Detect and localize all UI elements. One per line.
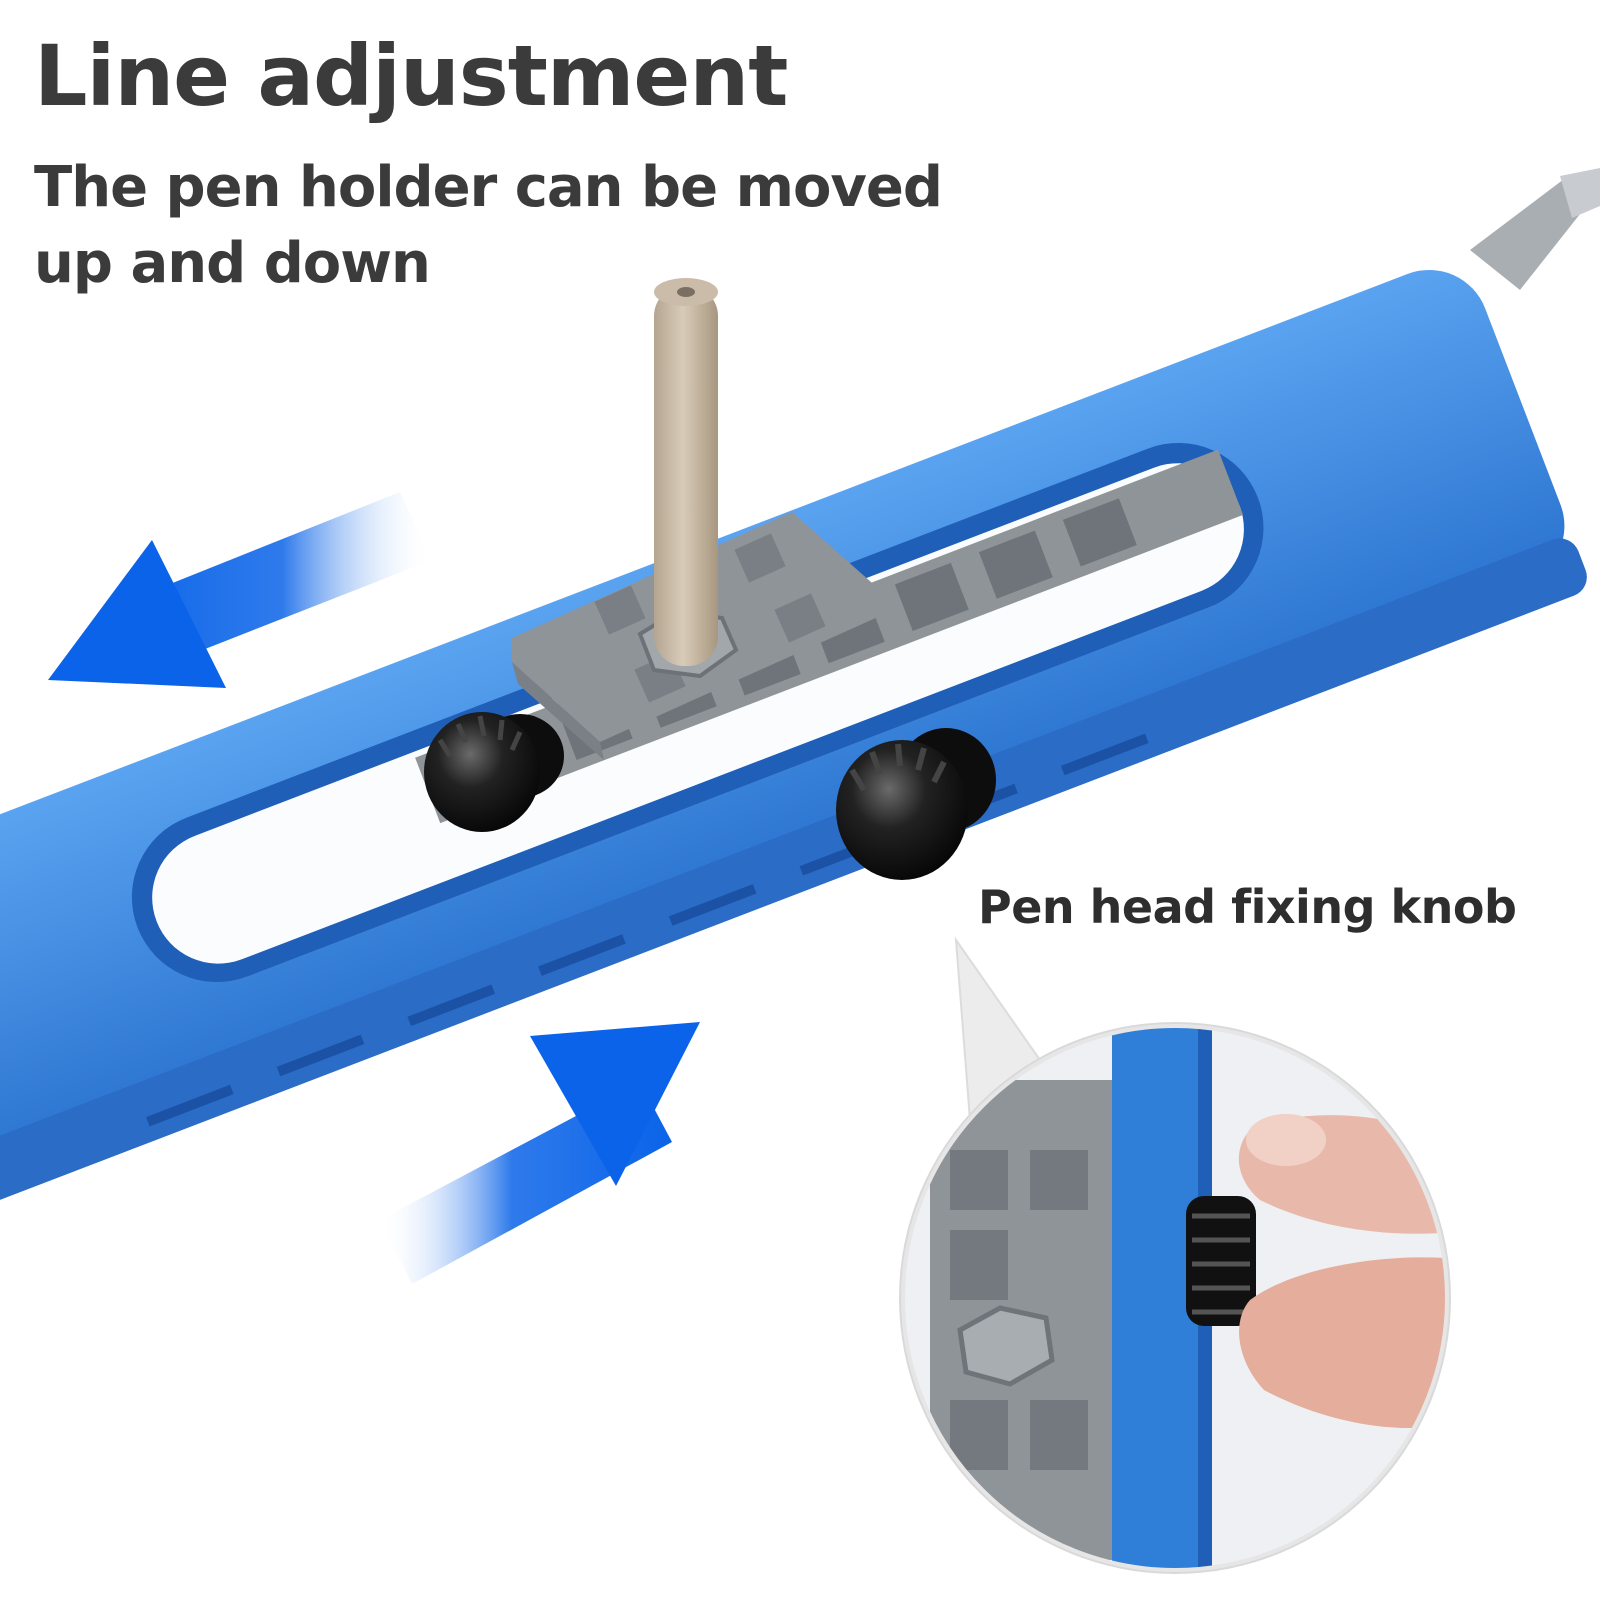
callout-label: Pen head fixing knob: [978, 880, 1517, 934]
pen-head-fixing-knob-icon: [836, 728, 996, 880]
knob-left-icon: [424, 712, 564, 832]
arrow-right-icon: [380, 1022, 700, 1284]
page-title: Line adjustment: [34, 27, 788, 125]
pen-lead: [654, 278, 718, 666]
tool-tip: [1470, 168, 1600, 290]
tool-body: [0, 269, 1587, 1214]
arrow-left-icon: [48, 492, 432, 688]
zoom-inset: [899, 1022, 1451, 1574]
page-subtitle: The pen holder can be moved up and down: [34, 155, 943, 296]
